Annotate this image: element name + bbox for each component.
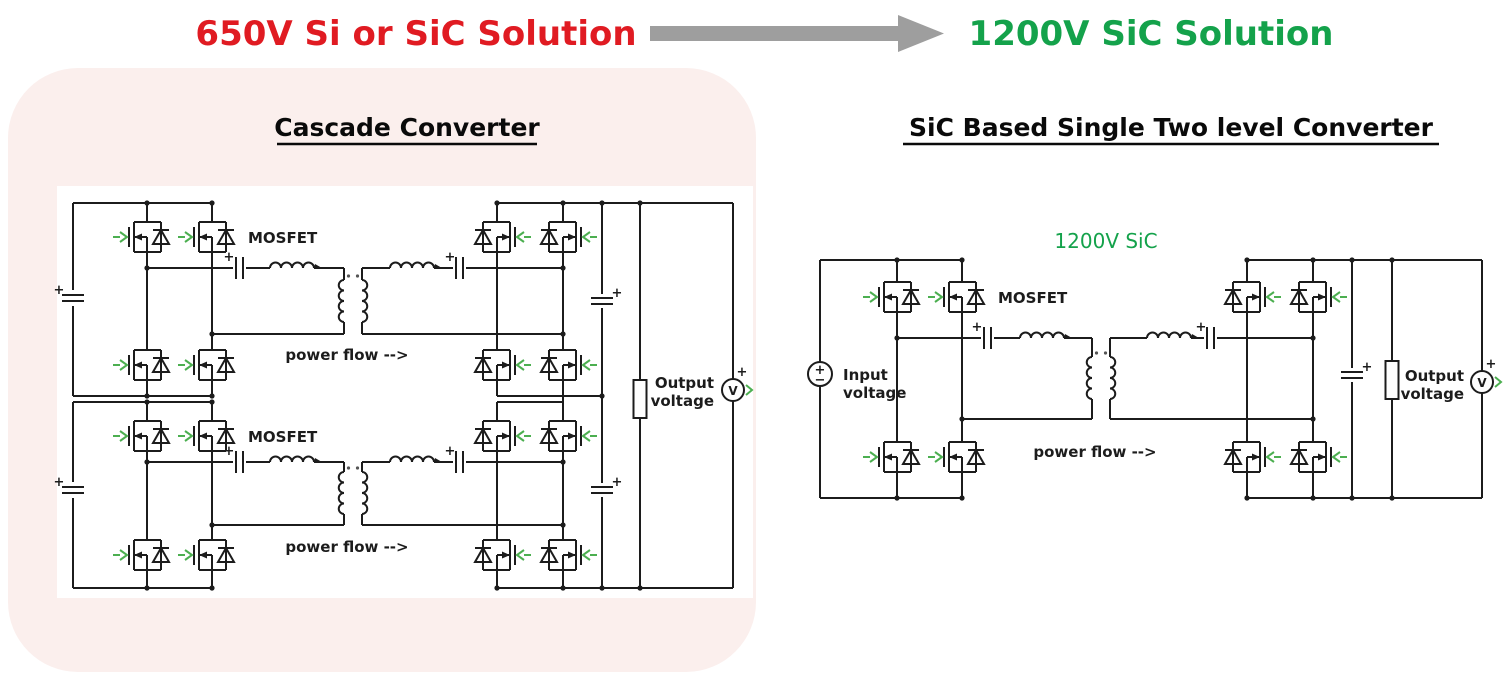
inductor-icon xyxy=(1146,331,1200,339)
voltmeter-arrow-icon xyxy=(745,384,754,396)
mosfet-icon xyxy=(1224,281,1282,313)
stage1-primary-bridge: + MOSFET xyxy=(54,200,318,399)
single-primary-bridge: MOSFET xyxy=(862,257,1068,501)
capacitor-plus-label: + xyxy=(224,444,235,459)
transition-arrow-icon xyxy=(650,15,944,52)
mosfet-icon xyxy=(862,281,920,313)
stage2-tank: + + power flow --> xyxy=(144,444,566,556)
capacitor-plus-label: + xyxy=(54,283,65,298)
mosfet-icon xyxy=(1224,441,1282,473)
capacitor-plus-label: + xyxy=(224,250,235,265)
left-solution-title: 650V Si or SiC Solution xyxy=(195,14,636,54)
capacitor-plus-label: + xyxy=(612,475,623,490)
mosfet-label: MOSFET xyxy=(998,289,1068,307)
voltmeter-icon xyxy=(1470,370,1494,394)
transformer-icon xyxy=(1085,350,1117,400)
sic-badge-label: 1200V SiC xyxy=(1054,229,1157,253)
voltmeter-icon xyxy=(721,378,745,402)
mosfet-icon xyxy=(1290,281,1348,313)
series-capacitor-icon xyxy=(983,326,992,350)
input-voltage-label: Input xyxy=(843,366,888,384)
voltmeter-plus-label: + xyxy=(737,365,748,380)
power-flow-label: power flow --> xyxy=(285,538,408,556)
single-output-network: + V + Output voltage xyxy=(1340,257,1503,501)
source-plus-label: + xyxy=(815,363,826,378)
voltmeter-label: V xyxy=(1477,376,1487,390)
output-voltage-label: voltage xyxy=(1401,385,1464,403)
voltmeter-arrow-icon xyxy=(1494,376,1503,388)
mosfet-label: MOSFET xyxy=(248,428,318,446)
capacitor-plus-label: + xyxy=(612,286,623,301)
capacitor-plus-label: + xyxy=(972,320,983,335)
load-resistor-icon xyxy=(632,379,648,419)
input-voltage-label: voltage xyxy=(843,384,906,402)
input-source: + − Input voltage xyxy=(807,259,962,499)
output-voltage-label: Output xyxy=(1405,367,1464,385)
capacitor-plus-label: + xyxy=(445,250,456,265)
output-voltage-label: voltage xyxy=(651,392,714,410)
stage2-primary-bridge: + MOSFET xyxy=(54,399,318,591)
stage1-tank: + + power flow --> xyxy=(144,250,566,364)
output-capacitor-icon xyxy=(1340,371,1364,379)
voltmeter-plus-label: + xyxy=(1486,357,1497,372)
output-voltage-label: Output xyxy=(655,374,714,392)
right-solution-title: 1200V SiC Solution xyxy=(969,14,1334,54)
power-flow-label: power flow --> xyxy=(1033,443,1156,461)
mosfet-icon xyxy=(927,441,985,473)
capacitor-plus-label: + xyxy=(1362,360,1373,375)
source-minus-label: − xyxy=(815,373,826,388)
single-secondary-bridge xyxy=(1224,257,1482,501)
load-resistor-icon xyxy=(1384,360,1400,400)
mosfet-icon xyxy=(927,281,985,313)
capacitor-plus-label: + xyxy=(445,444,456,459)
mosfet-icon xyxy=(1290,441,1348,473)
single-tank: + + power flow --> xyxy=(894,320,1316,461)
right-panel-title: SiC Based Single Two level Converter xyxy=(909,113,1434,142)
single-converter-circuit: 1200V SiC + − Input voltage MOSFET + xyxy=(807,229,1503,501)
cascade-output-network: + + V + Output voltage xyxy=(497,200,754,591)
mosfet-label: MOSFET xyxy=(248,229,318,247)
cascade-converter-circuit: + MOSFET + + power flow --> xyxy=(54,200,754,591)
capacitor-plus-label: + xyxy=(54,475,65,490)
voltage-source-icon xyxy=(807,361,833,387)
inductor-icon xyxy=(1019,331,1073,339)
power-flow-label: power flow --> xyxy=(285,346,408,364)
left-panel-title: Cascade Converter xyxy=(274,113,540,142)
voltmeter-label: V xyxy=(728,384,738,398)
capacitor-plus-label: + xyxy=(1196,320,1207,335)
mosfet-icon xyxy=(862,441,920,473)
series-capacitor-icon xyxy=(1206,326,1215,350)
